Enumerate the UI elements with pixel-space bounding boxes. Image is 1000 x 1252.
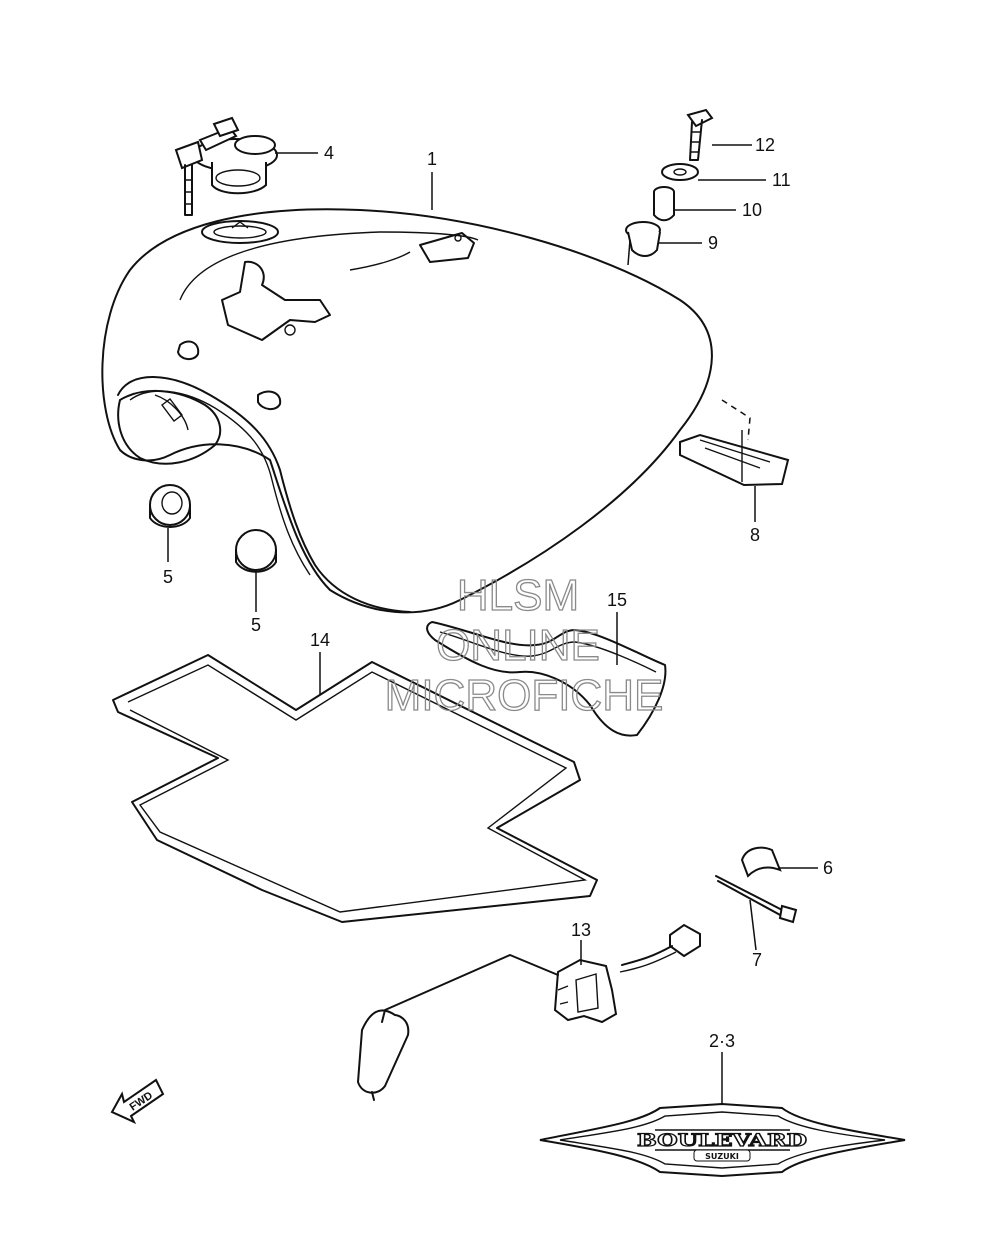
callout-5-lower: 5 <box>251 615 261 635</box>
watermark-line-2: ONLINE <box>436 621 600 670</box>
leader-lines <box>167 144 818 1104</box>
callout-8: 8 <box>750 525 760 545</box>
watermark-line-3: MICROFICHE <box>385 671 664 720</box>
tank-rear-cushion[interactable] <box>679 399 790 487</box>
rubber-plug-lower[interactable] <box>235 529 277 573</box>
callout-10: 10 <box>742 200 762 220</box>
forward-direction-arrow: FWD <box>110 1078 165 1125</box>
tank-pad-sheet[interactable] <box>112 654 598 923</box>
spacer-collar[interactable] <box>653 186 675 222</box>
boulevard-tank-emblem[interactable]: BOULEVARD SUZUKI <box>539 1102 906 1178</box>
emblem-wordmark: BOULEVARD <box>637 1131 807 1151</box>
cable-tie[interactable] <box>715 875 798 924</box>
watermark: HLSM ONLINE MICROFICHE <box>384 570 664 720</box>
fuel-tank[interactable] <box>101 208 713 614</box>
watermark-line-1: HLSM <box>457 571 579 620</box>
callout-12: 12 <box>755 135 775 155</box>
emblem-brand: SUZUKI <box>705 1152 739 1161</box>
fuel-level-gauge[interactable] <box>357 923 701 1101</box>
callout-2-3: 2·3 <box>709 1031 735 1051</box>
callout-14: 14 <box>310 630 330 650</box>
callout-9: 9 <box>708 233 718 253</box>
callout-7: 7 <box>752 950 762 970</box>
callout-15: 15 <box>607 590 627 610</box>
callout-11: 11 <box>772 170 791 190</box>
callout-13: 13 <box>571 920 591 940</box>
rubber-cushion[interactable] <box>625 221 661 257</box>
callout-6: 6 <box>823 858 833 878</box>
callout-numbers: 1 4 5 5 8 9 10 11 12 6 7 13 14 15 2·3 <box>163 135 833 1051</box>
rubber-plug-upper[interactable] <box>149 484 191 528</box>
hose-clamp[interactable] <box>740 846 782 878</box>
callout-1: 1 <box>427 149 437 169</box>
callout-5-upper: 5 <box>163 567 173 587</box>
callout-4: 4 <box>324 143 334 163</box>
mounting-bolt[interactable] <box>686 108 714 161</box>
seal-strip[interactable] <box>426 621 667 737</box>
washer[interactable] <box>661 163 699 181</box>
fuel-cap-with-keys[interactable] <box>174 116 278 216</box>
hardware-alignment-line <box>627 239 631 266</box>
